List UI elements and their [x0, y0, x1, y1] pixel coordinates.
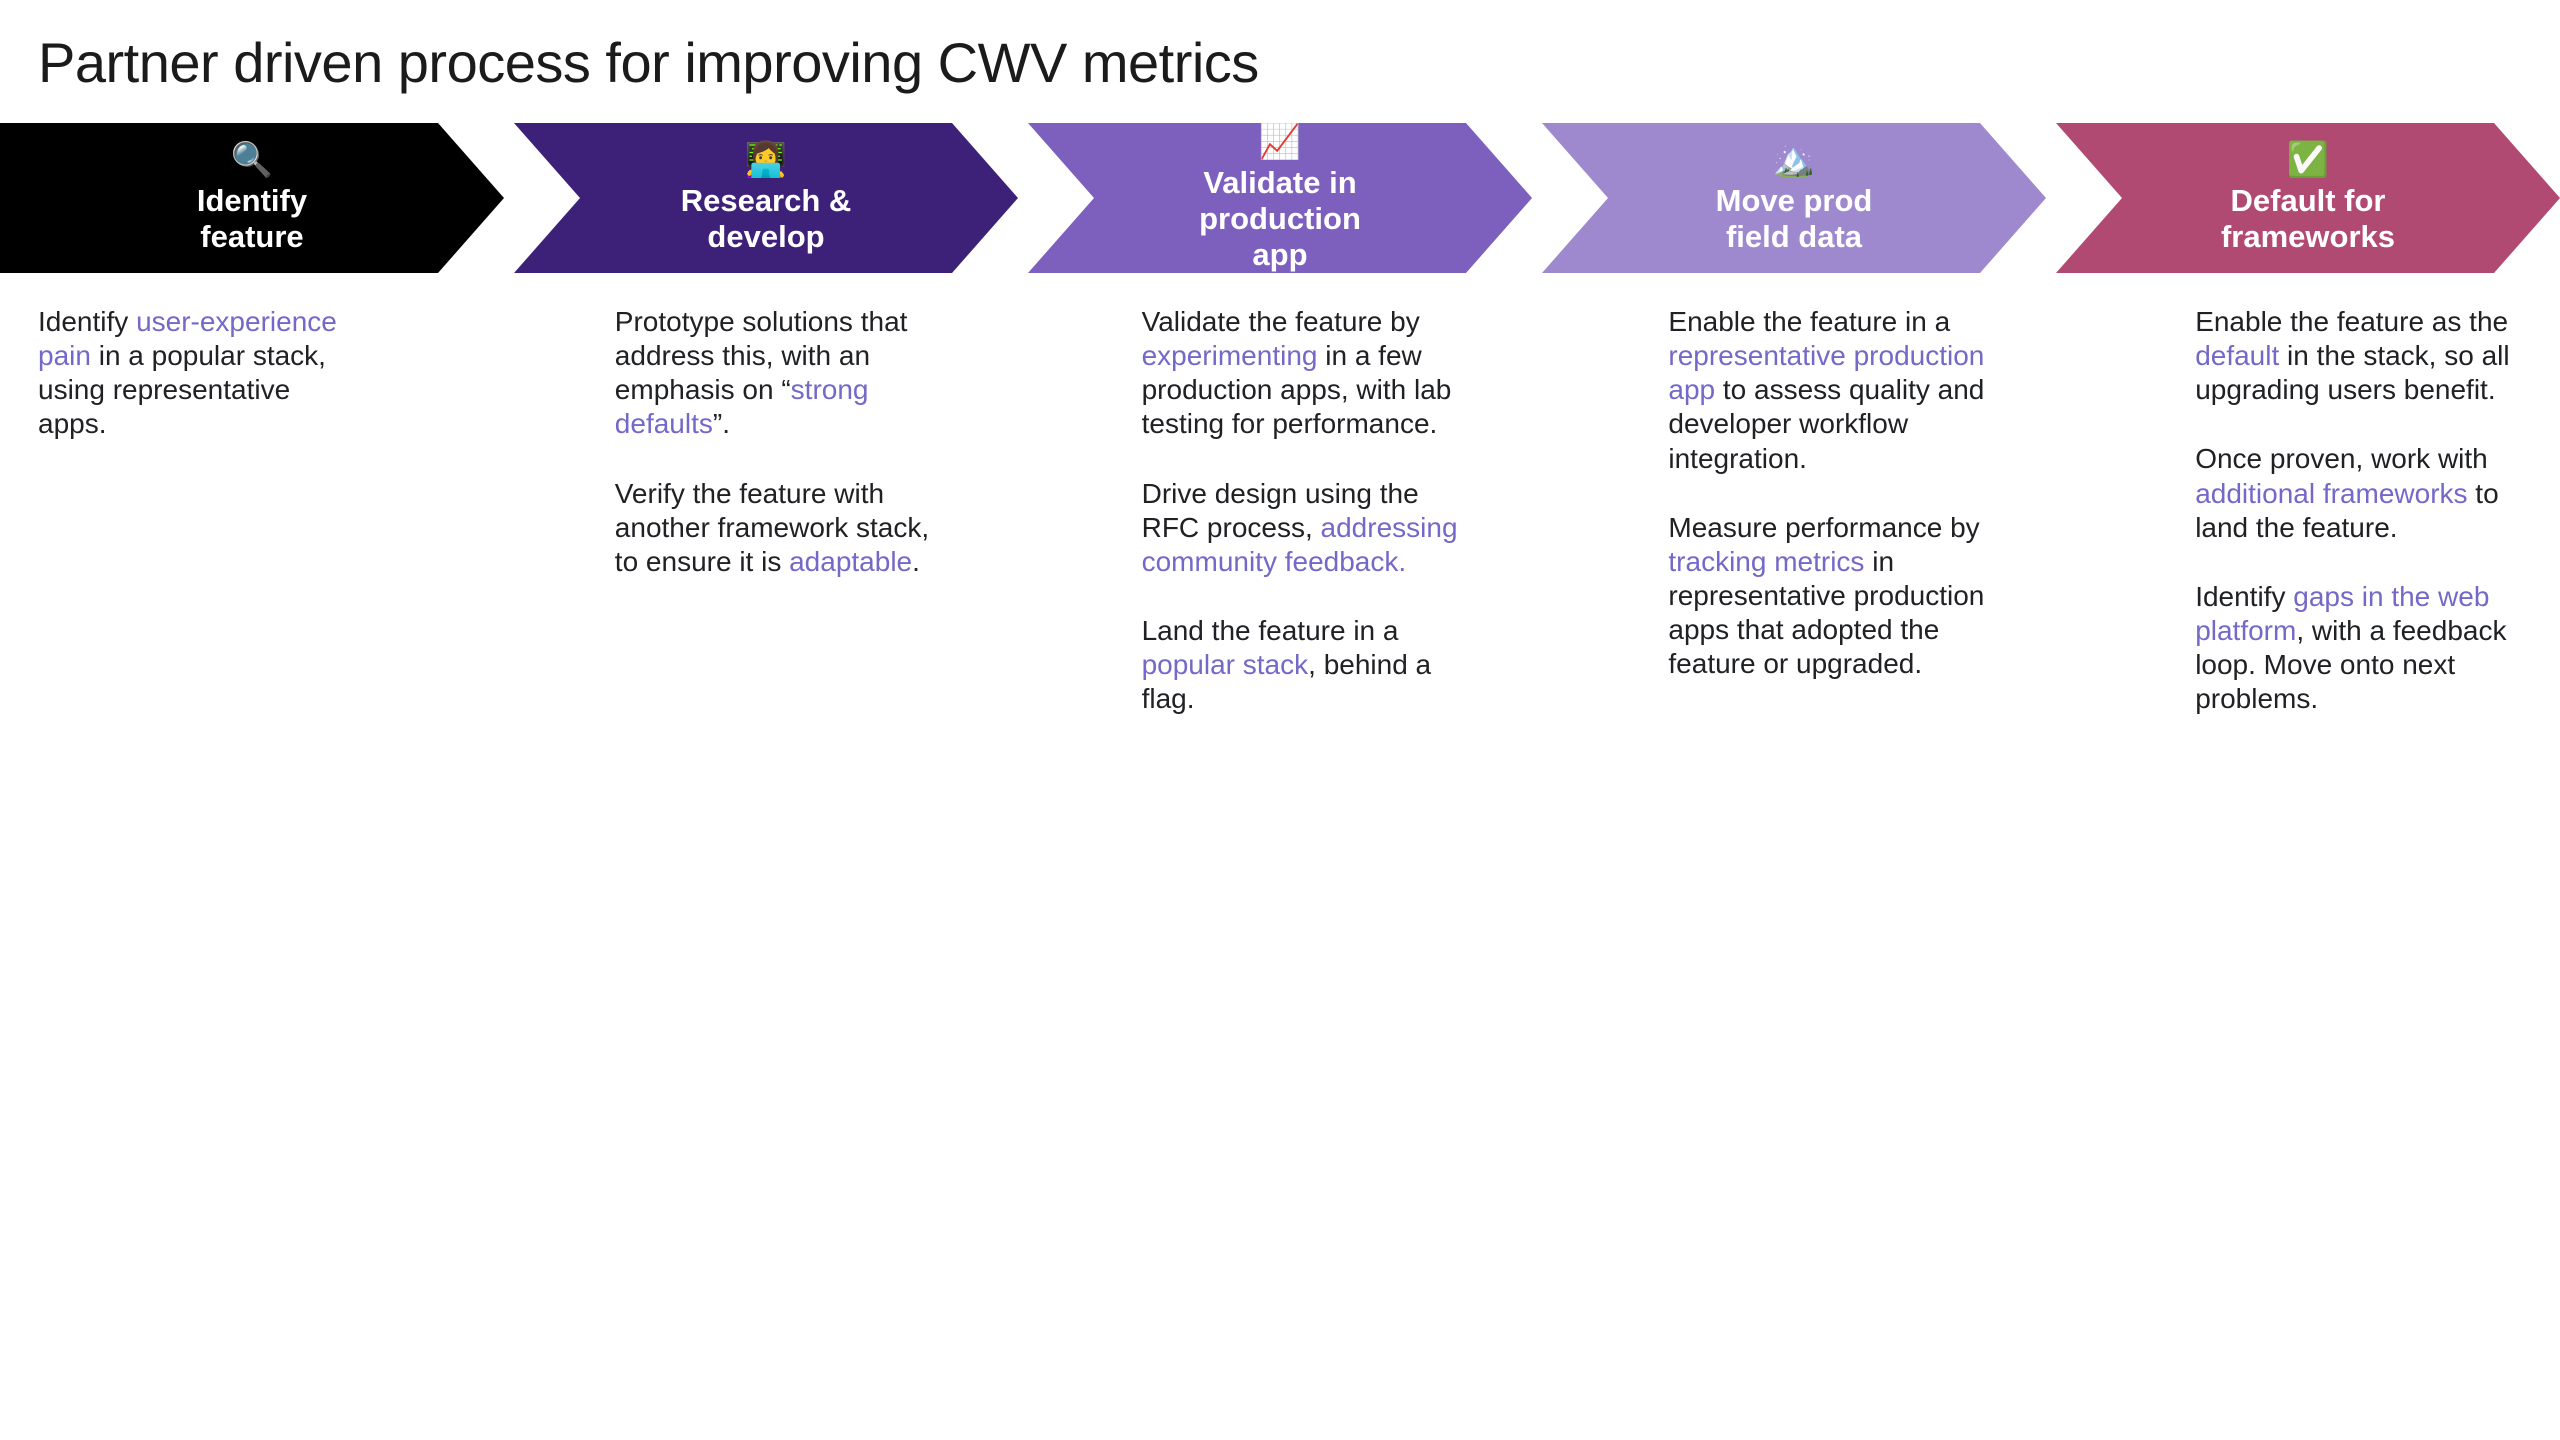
- body-text: in a few production apps, with lab testi…: [1141, 340, 1452, 440]
- process-step-chevron-3: 📈 Validate in production app: [1028, 123, 1532, 273]
- check-mark-icon: ✅: [2286, 140, 2330, 179]
- highlighted-link-text[interactable]: gaps in the web platform: [2195, 580, 2490, 647]
- step-label: Identify feature: [196, 183, 308, 254]
- mountain-icon: 🏔️: [1772, 140, 1816, 179]
- body-text: Identify: [2195, 580, 2294, 612]
- description-paragraph: Measure performance by tracking metrics …: [1668, 511, 1993, 682]
- body-text: Prototype solutions that address this, w…: [614, 306, 908, 406]
- step-description-2: Prototype solutions that address this, w…: [563, 305, 1080, 752]
- body-text: to assess quality and developer workflow…: [1668, 374, 1985, 474]
- process-step-chevron-2: 👩‍💻 Research & develop: [514, 123, 1018, 273]
- step-description-3: Validate the feature by experimenting in…: [1090, 305, 1607, 752]
- highlighted-link-text[interactable]: tracking metrics: [1668, 545, 1865, 577]
- description-paragraph: Land the feature in a popular stack, beh…: [1142, 614, 1467, 716]
- step-label: Validate in production app: [1199, 165, 1361, 272]
- body-text: Measure performance by: [1668, 511, 1980, 543]
- highlighted-link-text[interactable]: user-experience pain: [38, 306, 337, 372]
- body-text: Validate the feature by: [1141, 306, 1420, 337]
- magnifying-glass-icon: 🔍: [230, 140, 274, 179]
- step-description-5: Enable the feature as the default in the…: [2143, 305, 2560, 752]
- step-descriptions: Identify user-experience pain in a popul…: [0, 305, 2560, 752]
- description-paragraph: Enable the feature in a representative p…: [1668, 305, 1993, 476]
- highlighted-link-text[interactable]: experimenting: [1141, 340, 1318, 372]
- description-paragraph: Once proven, work with additional framew…: [2195, 442, 2520, 544]
- body-text: .: [912, 545, 920, 577]
- process-step-chevron-5: ✅ Default for frameworks: [2056, 123, 2560, 273]
- chart-increasing-icon: 📈: [1258, 122, 1302, 161]
- woman-technologist-icon: 👩‍💻: [744, 140, 788, 179]
- description-paragraph: Drive design using the RFC process, addr…: [1142, 477, 1467, 579]
- highlighted-link-text[interactable]: default: [2195, 340, 2280, 372]
- step-label: Move prod field data: [1715, 183, 1873, 254]
- highlighted-link-text[interactable]: adaptable: [789, 545, 913, 577]
- process-step-chevron-1: 🔍 Identify feature: [0, 123, 504, 273]
- body-text: in a popular stack, using representative…: [38, 340, 326, 440]
- highlighted-link-text[interactable]: additional frameworks: [2195, 477, 2468, 509]
- body-text: Enable the feature as the: [2195, 306, 2509, 337]
- page-title: Partner driven process for improving CWV…: [38, 31, 1259, 94]
- step-label: Research & develop: [680, 183, 852, 254]
- body-text: Verify the feature with another framewor…: [614, 477, 930, 577]
- body-text: Land the feature in a: [1141, 615, 1399, 647]
- highlighted-link-text[interactable]: representative production app: [1668, 340, 1985, 406]
- body-text: ”.: [712, 408, 730, 440]
- description-paragraph: Identify user-experience pain in a popul…: [38, 305, 363, 442]
- step-description-4: Enable the feature in a representative p…: [1616, 305, 2133, 752]
- process-step-chevron-4: 🏔️ Move prod field data: [1542, 123, 2046, 273]
- step-label: Default for frameworks: [2220, 183, 2396, 254]
- process-chevron-row: 🔍 Identify feature 👩‍💻 Research & develo…: [0, 123, 2560, 273]
- step-description-1: Identify user-experience pain in a popul…: [0, 305, 553, 752]
- highlighted-link-text[interactable]: popular stack: [1141, 649, 1309, 681]
- body-text: Once proven, work with: [2195, 443, 2488, 475]
- description-paragraph: Identify gaps in the web platform, with …: [2195, 580, 2520, 717]
- highlighted-link-text[interactable]: strong defaults: [614, 374, 869, 440]
- highlighted-link-text[interactable]: addressing community feedback.: [1141, 511, 1458, 577]
- body-text: Enable the feature in a: [1668, 306, 1951, 337]
- description-paragraph: Validate the feature by experimenting in…: [1142, 305, 1467, 442]
- description-paragraph: Enable the feature as the default in the…: [2195, 305, 2520, 407]
- body-text: in the stack, so all upgrading users ben…: [2195, 340, 2510, 406]
- description-paragraph: Prototype solutions that address this, w…: [615, 305, 940, 442]
- body-text: Drive design using the RFC process,: [1141, 477, 1419, 543]
- body-text: to land the feature.: [2195, 477, 2499, 543]
- description-paragraph: Verify the feature with another framewor…: [615, 477, 940, 579]
- body-text: in representative production apps that a…: [1668, 545, 1985, 680]
- body-text: , behind a flag.: [1141, 649, 1432, 715]
- body-text: , with a feedback loop. Move onto next p…: [2195, 615, 2507, 715]
- body-text: Identify: [38, 306, 137, 337]
